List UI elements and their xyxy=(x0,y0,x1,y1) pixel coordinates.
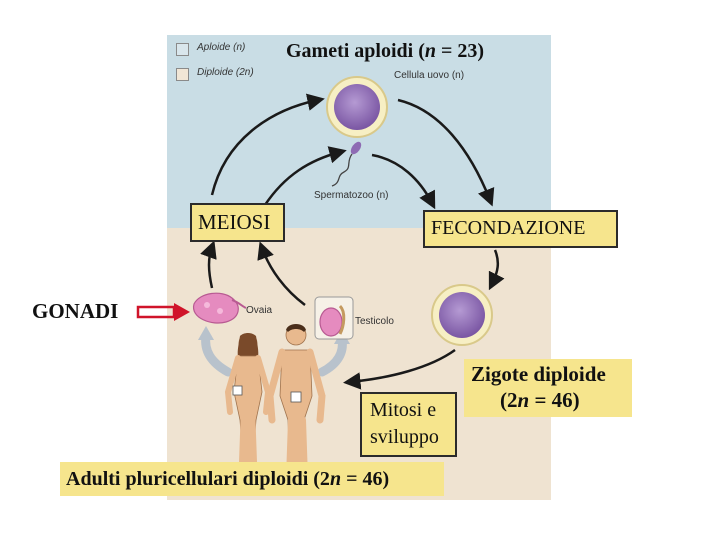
pale-arrowhead-left xyxy=(198,326,214,340)
gametes-title-prefix: Gameti aploidi ( xyxy=(286,40,425,62)
zygote-label-line2: (2n = 46) xyxy=(500,388,580,413)
testis-icon xyxy=(314,296,354,340)
adults-label: Adulti pluricellulari diploidi (2n = 46) xyxy=(66,468,389,491)
female-ovary-inset xyxy=(232,385,243,396)
legend-diploid-swatch xyxy=(176,68,189,81)
zygote-line2-var: n xyxy=(517,388,530,412)
egg-label: Cellula uovo (n) xyxy=(394,70,465,81)
testis-label: Testicolo xyxy=(355,316,394,327)
mitosis-label-box xyxy=(360,392,457,457)
legend-diploid-label: Diploide (2n) xyxy=(197,67,254,78)
arrow-meiosis-to-egg xyxy=(210,93,325,196)
gametes-title-var: n xyxy=(424,40,437,62)
egg-cell-icon xyxy=(326,76,388,138)
adults-label-suffix: = 46) xyxy=(341,468,390,490)
meiosis-label: MEIOSI xyxy=(198,210,271,234)
zygote-line2-prefix: (2 xyxy=(500,388,518,412)
arrow-adult-to-ovary-pale xyxy=(201,331,233,377)
arrow-testis-to-meiosis xyxy=(257,241,306,306)
adults-label-prefix: Adulti pluricellulari diploidi (2 xyxy=(66,468,330,490)
sperm-label: Spermatozoo (n) xyxy=(314,190,389,201)
mitosis-label-line2: sviluppo xyxy=(370,426,439,448)
arrow-zygote-to-adults xyxy=(343,348,456,390)
ovary-label: Ovaia xyxy=(246,305,273,316)
meiosis-label-box xyxy=(190,203,285,242)
zygote-line2-suffix: = 46) xyxy=(529,388,580,412)
legend-haploid-swatch xyxy=(176,43,189,56)
gonads-label: GONADI xyxy=(32,299,119,323)
adults-label-var: n xyxy=(329,468,342,490)
fertilization-label: FECONDAZIONE xyxy=(431,217,586,239)
fertilization-label-box xyxy=(423,210,618,248)
zygote-label-box xyxy=(464,359,632,417)
arrow-ovary-to-meiosis xyxy=(200,240,217,289)
arrow-egg-to-fertilization xyxy=(397,98,495,207)
female-figure xyxy=(224,333,272,480)
zygote-cell-icon xyxy=(431,284,493,346)
gametes-title: Gameti aploidi (n = 23) xyxy=(286,40,484,63)
mitosis-label-line1: Mitosi e xyxy=(370,399,437,421)
gonads-pointer-arrow xyxy=(136,303,190,321)
arrow-adult-to-testis-pale xyxy=(317,335,347,377)
male-testis-inset xyxy=(290,391,302,403)
sperm-icon xyxy=(331,141,362,187)
arrow-sperm-to-fertilization xyxy=(371,153,436,210)
adults-label-box xyxy=(60,462,444,496)
male-figure xyxy=(266,324,326,482)
zygote-label-line1: Zigote diploide xyxy=(471,362,606,386)
arrow-fertilization-to-zygote xyxy=(488,249,505,291)
arrow-meiosis-to-sperm xyxy=(263,146,347,206)
gametes-title-suffix: = 23) xyxy=(436,40,485,62)
legend-haploid-label: Aploide (n) xyxy=(197,42,246,53)
ovary-icon xyxy=(193,292,247,324)
